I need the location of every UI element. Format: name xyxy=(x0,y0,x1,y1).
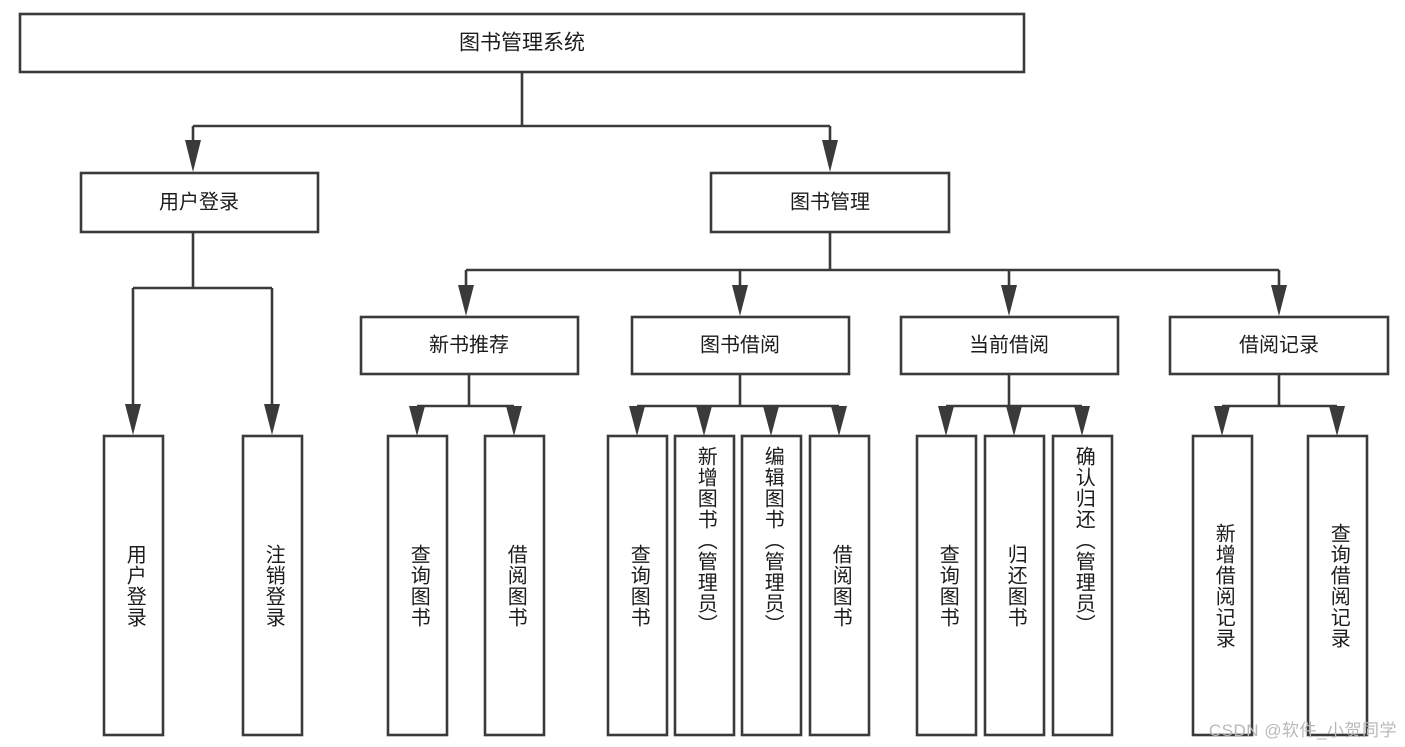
arrowhead-bookborrow-leaf-4 xyxy=(831,406,847,436)
node-borrow-record-label: 借阅记录 xyxy=(1239,333,1319,356)
connector-layer xyxy=(125,72,1345,436)
node-user-login-label: 用户登录 xyxy=(159,190,239,213)
arrowhead-bookborrow-leaf-2 xyxy=(696,406,712,436)
leaf-box-borrow-book[interactable] xyxy=(808,434,871,737)
leaf-box-query-book-borrow[interactable] xyxy=(606,434,669,737)
leaf-box-query-book-recommend[interactable] xyxy=(386,434,449,737)
leaf-box-add-book-admin[interactable] xyxy=(673,434,736,737)
node-user-login[interactable] xyxy=(79,171,320,234)
leaf-box-logout[interactable] xyxy=(241,434,304,737)
arrowhead-leaf-logout xyxy=(264,404,280,435)
arrowhead-newbook-leaf-1 xyxy=(409,406,425,436)
node-book-borrow-label: 图书借阅 xyxy=(700,333,780,356)
node-root-book-management-system[interactable] xyxy=(18,12,1026,74)
arrowhead-user-login xyxy=(185,140,201,172)
leaf-box-borrow-book-recommend[interactable] xyxy=(483,434,546,737)
leaf-box-edit-book-admin[interactable] xyxy=(740,434,803,737)
node-book-management-label: 图书管理 xyxy=(790,190,870,213)
node-book-borrow[interactable] xyxy=(630,315,851,376)
arrowhead-leaf-user-login xyxy=(125,404,141,435)
node-borrow-record[interactable] xyxy=(1168,315,1390,376)
arrowhead-borrow-record xyxy=(1271,285,1287,316)
leaf-box-query-borrow-record[interactable] xyxy=(1306,434,1369,737)
node-current-borrow-label: 当前借阅 xyxy=(969,333,1049,356)
arrowhead-book-borrow xyxy=(732,285,748,316)
node-current-borrow[interactable] xyxy=(899,315,1120,376)
watermark: CSDN @软件_小贺同学 xyxy=(1208,721,1397,740)
leaf-box-confirm-return-admin[interactable] xyxy=(1051,434,1114,737)
node-new-book-recommend[interactable] xyxy=(359,315,580,376)
leaf-box-return-book[interactable] xyxy=(983,434,1046,737)
arrowhead-current-borrow xyxy=(1001,285,1017,316)
node-layer: 图书管理系统 用户登录 图书管理 新书推荐 图书借阅 当前借阅 借阅记录 xyxy=(18,12,1390,737)
arrowhead-bookborrow-leaf-3 xyxy=(763,406,779,436)
arrowhead-book-mgmt xyxy=(822,140,838,172)
arrowhead-bookborrow-leaf-1 xyxy=(629,406,645,436)
leaf-box-add-borrow-record[interactable] xyxy=(1191,434,1254,737)
arrowhead-currentborrow-leaf-2 xyxy=(1006,406,1022,436)
leaf-box-user-login[interactable] xyxy=(102,434,165,737)
arrowhead-borrowrecord-leaf-1 xyxy=(1214,406,1230,436)
arrowhead-currentborrow-leaf-1 xyxy=(938,406,954,436)
node-new-book-recommend-label: 新书推荐 xyxy=(429,333,509,356)
node-root-label: 图书管理系统 xyxy=(459,32,585,55)
arrowhead-new-book xyxy=(458,285,474,316)
arrowhead-newbook-leaf-2 xyxy=(506,406,522,436)
arrowhead-currentborrow-leaf-3 xyxy=(1074,406,1090,436)
leaf-box-query-book-current[interactable] xyxy=(915,434,978,737)
node-book-management[interactable] xyxy=(709,171,951,234)
arrowhead-borrowrecord-leaf-2 xyxy=(1329,406,1345,436)
